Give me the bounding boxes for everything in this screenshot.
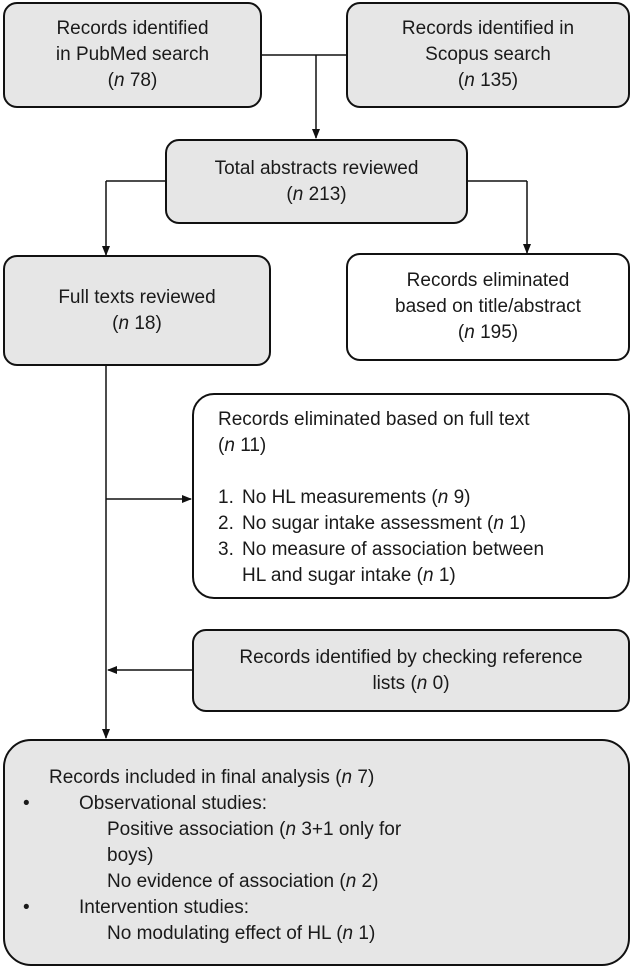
close-paren: ) xyxy=(511,322,519,343)
close-paren: ) xyxy=(340,183,347,205)
reason-text: No measure of association between xyxy=(242,539,545,560)
reason-text-line2: HL and sugar intake ( xyxy=(242,565,423,586)
final-n: 7 xyxy=(357,767,368,788)
n-symbol: n xyxy=(464,322,475,343)
scopus-n: 135 xyxy=(480,70,512,91)
elim-title-n: 195 xyxy=(480,322,512,343)
n-symbol: n xyxy=(437,487,449,508)
total-count: (n 213) xyxy=(286,183,347,205)
close-paren: ) xyxy=(259,435,267,456)
reference-line2: lists (n 0) xyxy=(372,671,449,697)
pubmed-line1: Records identified xyxy=(56,18,209,39)
no-evidence-association: No evidence of association (n 2) xyxy=(49,869,628,895)
positive-association-cont: boys) xyxy=(107,845,154,866)
positive-association: Positive association (n 3+1 only for xyxy=(49,817,628,843)
reason-text: No HL measurements ( xyxy=(242,487,438,508)
elim-full-n: 11 xyxy=(240,435,260,456)
fulltext-n: 18 xyxy=(134,312,156,334)
final-title: Records included in final analysis (n 7) xyxy=(49,765,628,791)
total-line1: Total abstracts reviewed xyxy=(214,157,419,179)
elim-reason-1: 1. No HL measurements (n 9) xyxy=(218,485,628,511)
full-texts-box: Full texts reviewed (n 18) xyxy=(3,255,271,366)
scopus-records-box: Records identified in Scopus search (n 1… xyxy=(346,2,630,108)
elim-title-line1: Records eliminated xyxy=(406,270,570,291)
close-paren: ) xyxy=(368,923,376,944)
pubmed-records-box: Records identified in PubMed search (n 7… xyxy=(3,2,262,108)
final-analysis-box: Records included in final analysis (n 7)… xyxy=(3,739,630,966)
close-paren: ) xyxy=(511,70,519,91)
intervention-label: Intervention studies: xyxy=(79,897,250,918)
n-symbol: n xyxy=(285,819,297,840)
reason-n: 1 xyxy=(438,565,450,586)
bullet: • xyxy=(23,897,30,918)
no-modulating-effect: No modulating effect of HL (n 1) xyxy=(49,921,628,947)
reason-text: No sugar intake assessment ( xyxy=(242,513,494,534)
n-symbol: n xyxy=(422,565,434,586)
n-symbol: n xyxy=(345,871,357,892)
reference-n: 0 xyxy=(432,672,444,694)
close-paren: ) xyxy=(372,871,379,892)
pubmed-line2: in PubMed search xyxy=(55,44,210,65)
close-paren: ) xyxy=(151,70,158,91)
no-evidence-text: No evidence of association ( xyxy=(107,871,346,892)
elim-reason-2: 2. No sugar intake assessment (n 1) xyxy=(218,511,628,537)
list-number: 2. xyxy=(218,513,234,534)
n-symbol: n xyxy=(464,70,475,91)
no-modulating-text: No modulating effect of HL ( xyxy=(107,923,343,944)
scopus-line2: Scopus search xyxy=(425,44,551,65)
positive-n: 3+1 only for xyxy=(301,819,402,840)
n-symbol: n xyxy=(224,435,235,456)
close-paren: ) xyxy=(443,672,450,694)
pubmed-count: (n 78) xyxy=(107,70,158,91)
fulltext-line1: Full texts reviewed xyxy=(58,286,216,308)
list-number: 3. xyxy=(218,539,234,560)
elim-reason-3: 3. No measure of association between HL … xyxy=(218,537,628,589)
observational-studies-item: • Observational studies: xyxy=(21,791,628,817)
no-evidence-n: 2 xyxy=(361,871,373,892)
fulltext-count: (n 18) xyxy=(112,312,162,334)
n-symbol: n xyxy=(118,312,130,334)
reason-n: 9 xyxy=(453,487,465,508)
n-symbol: n xyxy=(493,513,504,534)
n-symbol: n xyxy=(114,70,125,91)
total-n: 213 xyxy=(308,183,341,205)
intervention-studies-item: • Intervention studies: xyxy=(21,895,628,921)
total-abstracts-box: Total abstracts reviewed (n 213) xyxy=(165,139,468,224)
observational-label: Observational studies: xyxy=(79,793,267,814)
eliminated-full-text-box: Records eliminated based on full text (n… xyxy=(192,393,630,599)
reference-line1: Records identified by checking reference xyxy=(239,646,583,668)
n-symbol: n xyxy=(292,183,304,205)
scopus-count: (n 135) xyxy=(457,70,519,91)
close-paren: ) xyxy=(449,565,456,586)
elim-title-line2: based on title/abstract xyxy=(395,296,581,317)
final-title-text: Records included in final analysis ( xyxy=(49,767,342,788)
scopus-line1: Records identified in xyxy=(401,18,575,39)
elim-title-count: (n 195) xyxy=(457,322,519,343)
bullet: • xyxy=(23,793,30,814)
n-symbol: n xyxy=(342,923,354,944)
positive-text: Positive association ( xyxy=(107,819,286,840)
close-paren: ) xyxy=(519,513,527,534)
reference-lists-box: Records identified by checking reference… xyxy=(192,629,630,712)
close-paren: ) xyxy=(155,312,162,334)
close-paren: ) xyxy=(464,487,471,508)
elim-full-title: Records eliminated based on full text xyxy=(218,409,530,430)
elim-full-count: (n 11) xyxy=(218,435,267,456)
n-symbol: n xyxy=(341,767,353,788)
no-modulating-n: 1 xyxy=(358,923,369,944)
reference-line2-text: lists ( xyxy=(372,672,417,694)
reason-n: 1 xyxy=(509,513,520,534)
pubmed-n: 78 xyxy=(129,70,151,91)
list-number: 1. xyxy=(218,487,234,508)
eliminated-title-box: Records eliminated based on title/abstra… xyxy=(346,253,630,361)
n-symbol: n xyxy=(416,672,428,694)
close-paren: ) xyxy=(367,767,375,788)
